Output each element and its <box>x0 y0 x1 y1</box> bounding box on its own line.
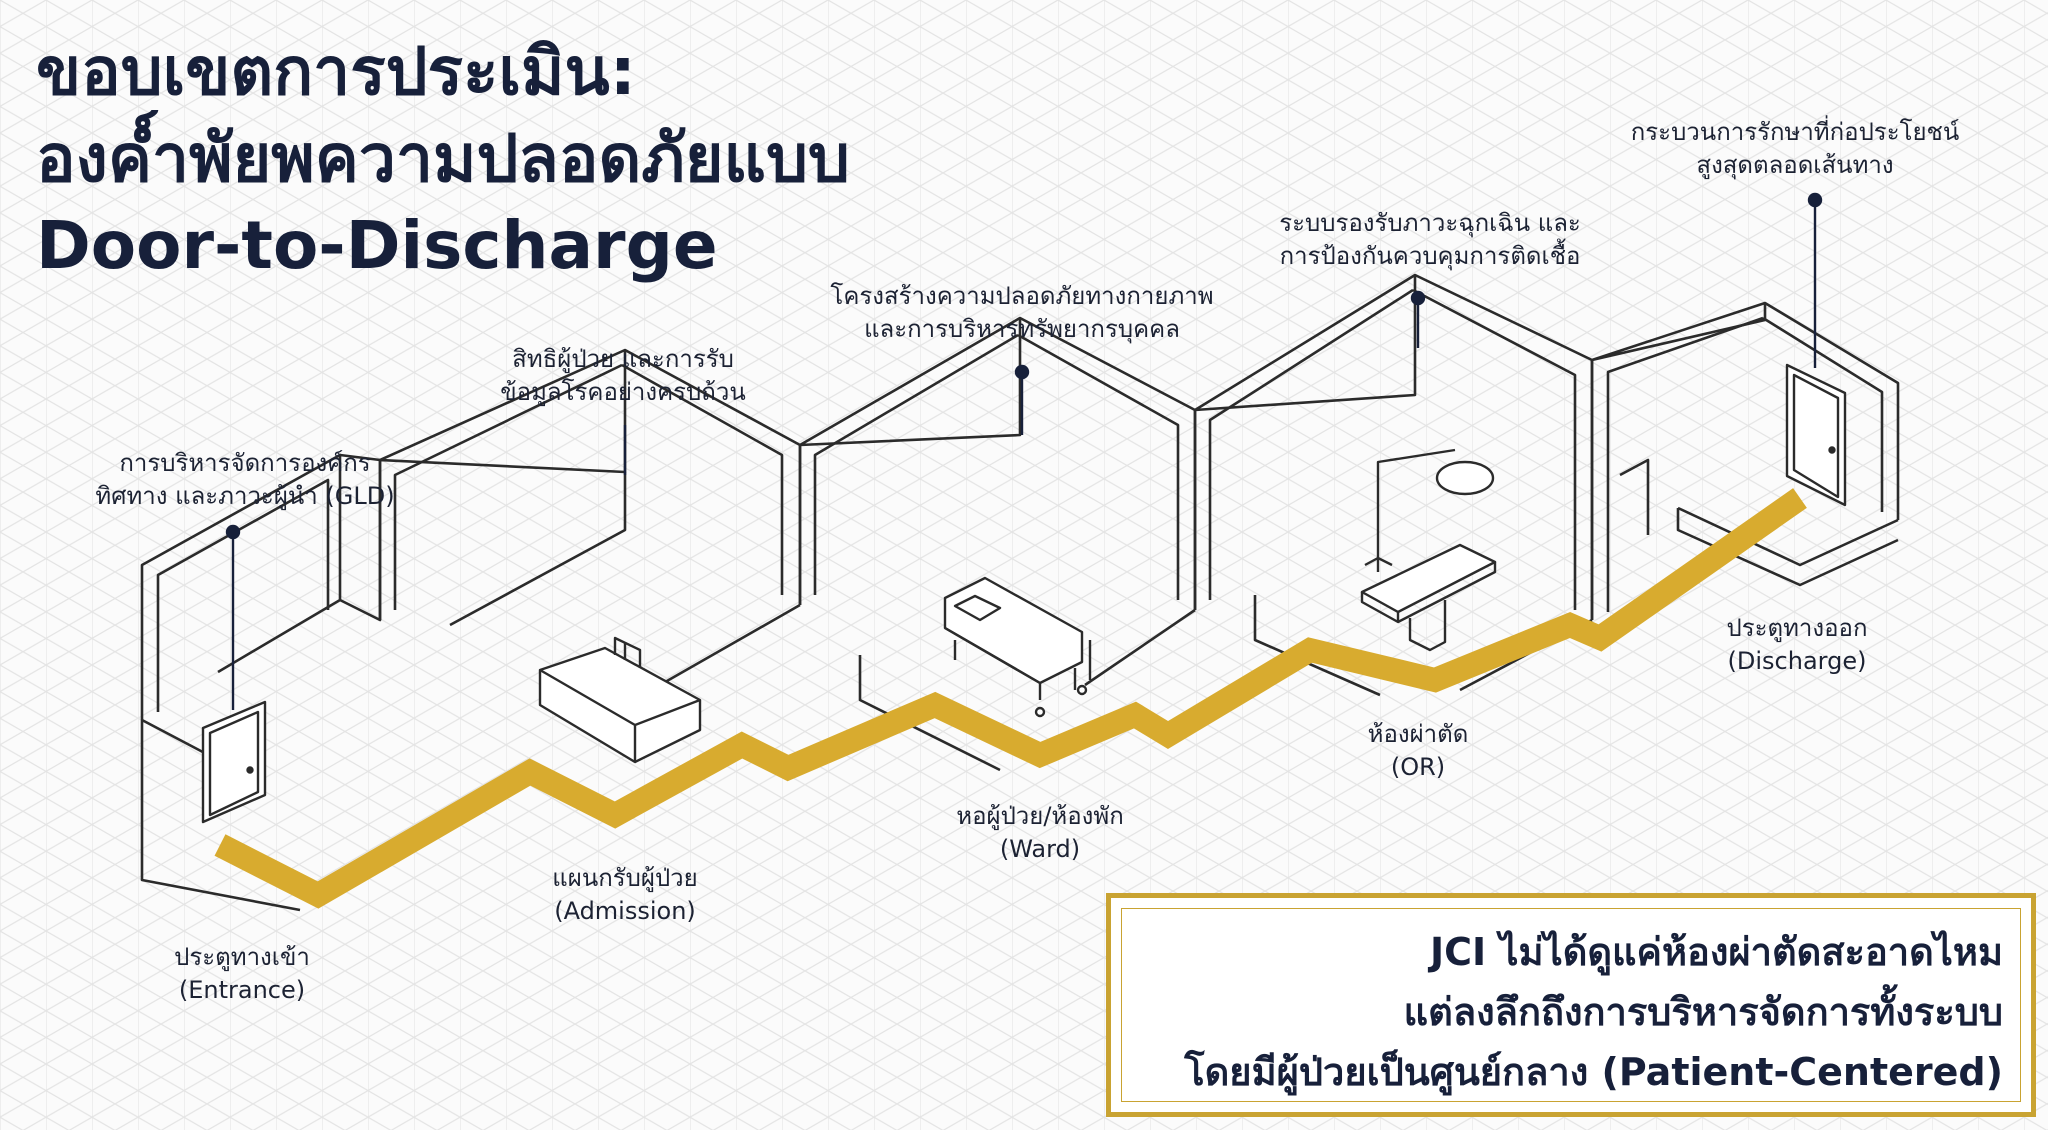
door-icon <box>1785 363 1847 507</box>
room-walls <box>140 273 1900 912</box>
door-icon <box>201 700 267 824</box>
pin-facility-dot <box>1014 364 1030 380</box>
callout-line-2: แต่ลงลึกถึงการบริหารจัดการทั้งระบบ <box>1403 990 2003 1034</box>
callout-pins <box>225 192 1823 710</box>
room-label-ward: หอผู้ป่วย/ห้องพัก (Ward) <box>956 802 1124 863</box>
room-label-or: ห้องผ่าตัด (OR) <box>1367 720 1469 781</box>
title-line-3: Door-to-Discharge <box>36 207 718 284</box>
patient-journey-path <box>214 488 1807 909</box>
reception-desk-icon <box>538 636 702 764</box>
label-care-process: กระบวนการรักษาที่ก่อประโยชน์ สูงสุดตลอดเ… <box>1630 118 1960 179</box>
page-title: ขอบเขตการประเมิน: องค์ำพัยพความปลอดภัยแบ… <box>36 28 850 289</box>
pin-gld-dot <box>225 524 241 540</box>
label-patient-rights: สิทธิผู้ป่วย และการรับ ข้อมูลโรคอย่างครบ… <box>500 345 746 406</box>
callout-inner-frame <box>1121 908 2021 1102</box>
room-label-entrance: ประตูทางเข้า (Entrance) <box>174 943 310 1004</box>
label-facility-safety: โครงสร้างความปลอดภัยทางกายภาพ และการบริห… <box>830 282 1214 343</box>
pin-emergency-dot <box>1410 290 1426 306</box>
label-emergency-infection: ระบบรองรับภาวะฉุกเฉิน และ การป้องกันควบค… <box>1279 209 1581 270</box>
operating-table-icon <box>1360 543 1497 652</box>
room-fixtures <box>201 363 1847 824</box>
discharge-room <box>1590 301 1900 620</box>
room-label-admission: แผนกรับผู้ป่วย (Admission) <box>552 864 698 925</box>
jci-callout-box: JCI ไม่ได้ดูแค่ห้องผ่าตัดสะอาดไหม แต่ลงล… <box>1106 893 2036 1117</box>
entrance-room <box>140 453 342 912</box>
title-line-1: ขอบเขตการประเมิน: <box>36 33 637 110</box>
hospital-bed-icon <box>943 576 1092 718</box>
label-gld: การบริหารจัดการองค์กร ทิศทาง และภาวะผู้น… <box>95 449 395 510</box>
callout-text: JCI ไม่ได้ดูแค่ห้องผ่าตัดสะอาดไหม แต่ลงล… <box>1184 922 2003 1102</box>
callout-line-1: JCI ไม่ได้ดูแค่ห้องผ่าตัดสะอาดไหม <box>1430 930 2003 974</box>
room-label-discharge: ประตูทางออก (Discharge) <box>1726 614 1868 675</box>
pin-care-dot <box>1807 192 1823 208</box>
callout-line-3: โดยมีผู้ป่วยเป็นศูนย์กลาง (Patient-Cente… <box>1184 1050 2003 1094</box>
surgical-lamp-icon <box>1364 448 1495 572</box>
title-line-2: องค์ำพัยพความปลอดภัยแบบ <box>36 120 850 197</box>
